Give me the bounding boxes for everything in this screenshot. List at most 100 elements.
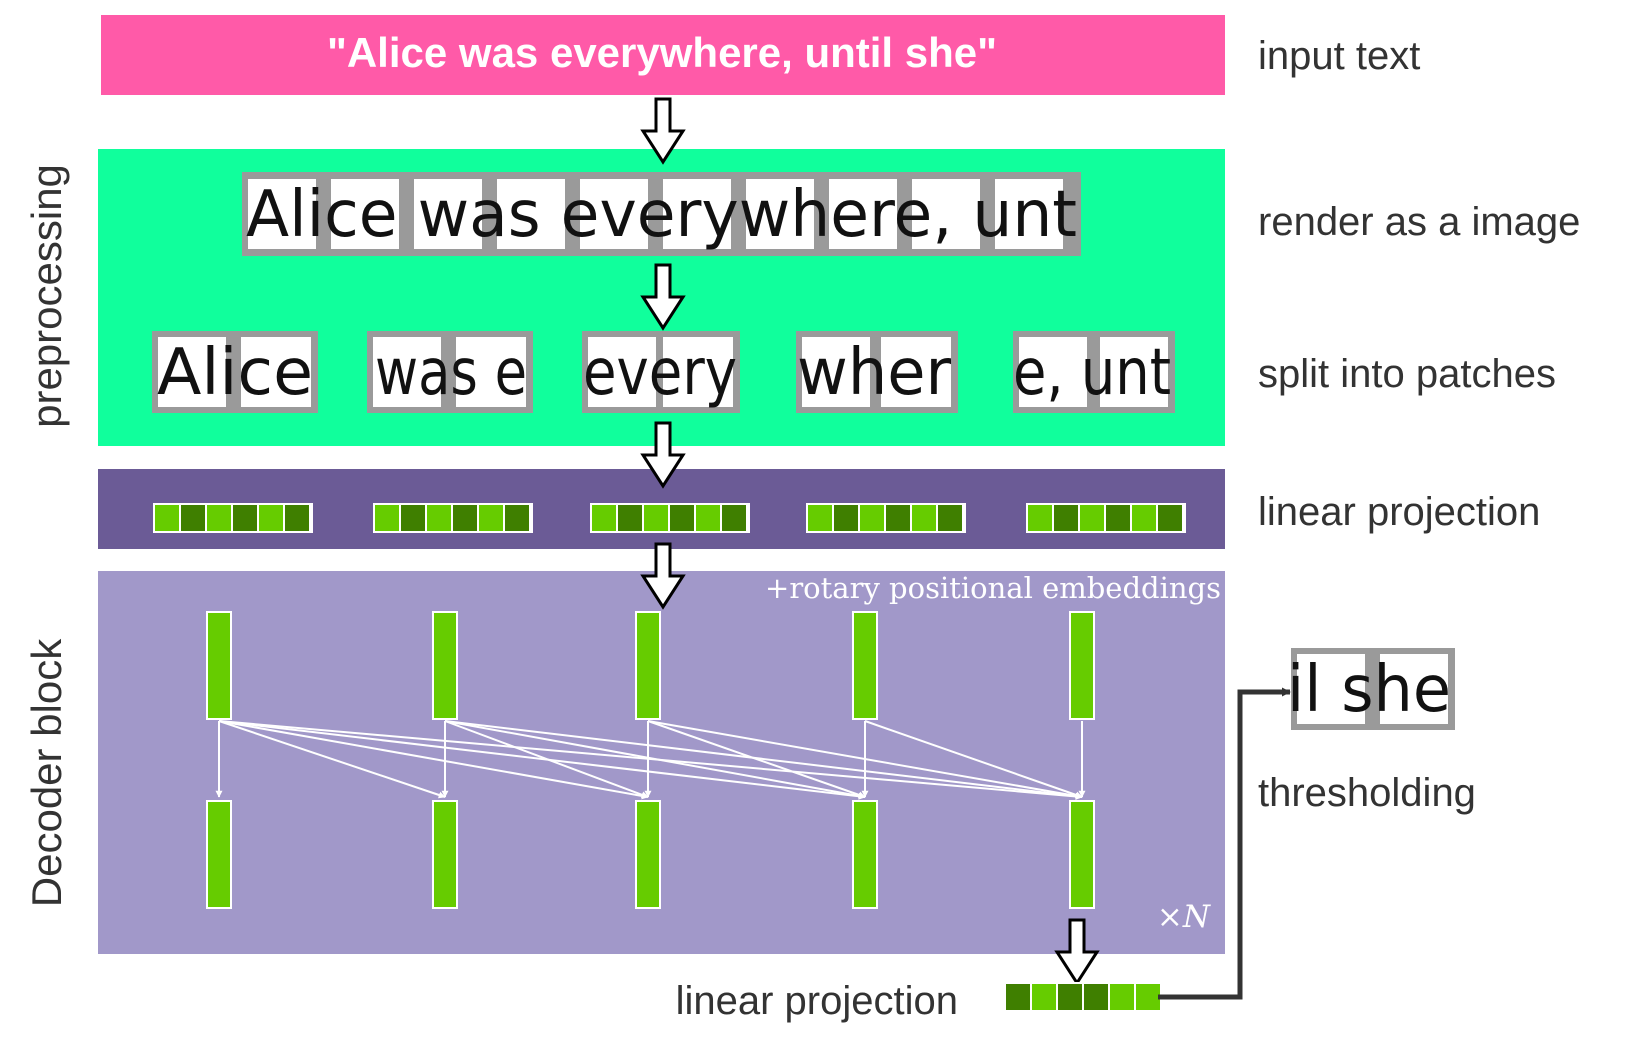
vector-cell [259, 505, 283, 531]
decoder-input-token-4 [852, 611, 878, 720]
vector-cell [453, 505, 477, 531]
attention-arrow [444, 720, 649, 799]
decoder-input-token-5 [1069, 611, 1095, 720]
attention-arrow [864, 720, 1083, 799]
vector-cell [1106, 505, 1130, 531]
vector-cell [427, 505, 451, 531]
input-band [101, 15, 1225, 95]
decoder-input-token-1 [206, 611, 232, 720]
decoder-output-token-1 [206, 800, 232, 909]
vector-cell [505, 505, 529, 531]
patch-3-text: every [583, 336, 737, 410]
patch-2: was e [367, 331, 533, 413]
vector-cell [808, 505, 832, 531]
flow-arrow-2 [640, 263, 686, 331]
flow-arrow-1 [640, 97, 686, 165]
projection-vector-4 [806, 503, 966, 533]
vector-cell [285, 505, 309, 531]
vector-cell [1058, 984, 1082, 1010]
flow-arrows [640, 97, 1100, 986]
decoder-tokens [206, 611, 1095, 909]
label-render: render as a image [1258, 200, 1580, 244]
vector-cell [375, 505, 399, 531]
vector-cell [1032, 984, 1056, 1010]
flow-arrow-5 [1054, 918, 1100, 986]
patch-1-text: Alice [157, 336, 313, 410]
flow-arrow-3 [640, 421, 686, 489]
projection-vector-5 [1026, 503, 1186, 533]
repeat-label: ×N [1157, 899, 1212, 935]
attention-arrow [647, 720, 866, 799]
output-projection-label: linear projection [676, 979, 958, 1023]
label-split: split into patches [1258, 352, 1556, 396]
patch-5-text: e, unt [1013, 336, 1171, 410]
vector-cell [912, 505, 936, 531]
vector-cell [670, 505, 694, 531]
vector-cell [155, 505, 179, 531]
decoder-input-token-3 [635, 611, 661, 720]
preprocessing-label: preprocessing [23, 164, 70, 428]
vector-cell [1132, 505, 1156, 531]
output-patch-text: il she [1287, 653, 1451, 727]
patch-5: e, unt [1013, 331, 1175, 413]
label-input-text: input text [1258, 34, 1420, 78]
rendered-text: Alice was everywhere, unt [246, 178, 1077, 252]
projection-vector-2 [373, 503, 533, 533]
vector-cell [592, 505, 616, 531]
vector-cell [860, 505, 884, 531]
vector-cell [938, 505, 962, 531]
label-linear-projection: linear projection [1258, 490, 1540, 534]
decoder-output-token-5 [1069, 800, 1095, 909]
projection-vectors [153, 503, 1186, 533]
vector-cell [1136, 984, 1160, 1010]
rope-label: +rotary positional embeddings [765, 571, 1221, 605]
attention-arrow [444, 720, 866, 800]
vector-cell [233, 505, 257, 531]
patch-1: Alice [152, 331, 318, 413]
patch-4-text: wher [797, 336, 952, 410]
attention-arrow [218, 720, 649, 800]
decoder-input-token-2 [432, 611, 458, 720]
attention-arrows [215, 720, 1086, 800]
vector-cell [1080, 505, 1104, 531]
patch-4: wher [796, 331, 958, 413]
vector-cell [834, 505, 858, 531]
vector-cell [1084, 984, 1108, 1010]
vector-cell [1054, 505, 1078, 531]
attention-arrow [218, 720, 866, 800]
flow-arrow-4 [640, 542, 686, 610]
vector-cell [181, 505, 205, 531]
vector-cell [886, 505, 910, 531]
output-vector [1004, 982, 1164, 1012]
vector-cell [1158, 505, 1182, 531]
vector-cell [207, 505, 231, 531]
rendered-image: Alice was everywhere, unt [242, 172, 1081, 256]
label-thresholding: thresholding [1258, 771, 1476, 815]
vector-cell [1006, 984, 1030, 1010]
vector-cell [401, 505, 425, 531]
projection-vector-1 [153, 503, 313, 533]
vector-cell [722, 505, 746, 531]
projection-vector-3 [590, 503, 750, 533]
decoder-label: Decoder block [23, 638, 70, 907]
decoder-output-token-3 [635, 800, 661, 909]
vector-cell [696, 505, 720, 531]
vector-cell [479, 505, 503, 531]
decoder-band [98, 571, 1225, 954]
patch-2-text: was e [375, 336, 527, 410]
input-text: "Alice was everywhere, until she" [327, 29, 997, 76]
vector-cell [1110, 984, 1134, 1010]
attention-arrow [444, 720, 1083, 800]
output-projection-vector [1004, 982, 1164, 1012]
decoder-output-token-2 [432, 800, 458, 909]
output-connector [1158, 687, 1291, 1000]
decoder-output-token-4 [852, 800, 878, 909]
output-patch: il she [1287, 648, 1455, 730]
vector-cell [618, 505, 642, 531]
patch-3: every [582, 331, 740, 413]
rendered-cells [248, 179, 1063, 249]
vector-cell [644, 505, 668, 531]
vector-cell [1028, 505, 1052, 531]
attention-arrow [218, 720, 446, 799]
